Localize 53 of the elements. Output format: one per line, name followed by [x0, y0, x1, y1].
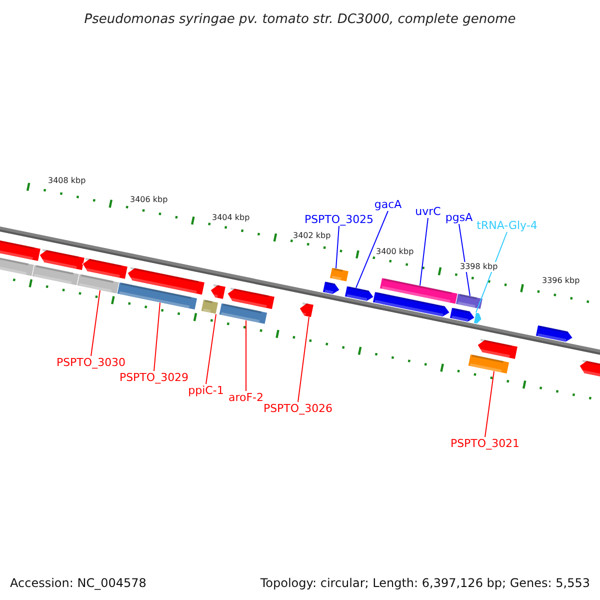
- leader-line: [336, 226, 340, 269]
- gene-feature-bar: [39, 249, 86, 271]
- gene-feature-bar: [218, 302, 268, 325]
- position-label: 3396 kbp: [542, 276, 580, 286]
- gene-feature-bar: [455, 293, 484, 310]
- leader-line: [484, 370, 494, 438]
- gene-label: PSPTO_3026: [263, 402, 333, 415]
- leader-line: [206, 314, 216, 384]
- gene-feature-bar: [473, 312, 482, 324]
- gene-feature-bar: [200, 298, 219, 315]
- gene-label: aroF-2: [228, 391, 264, 404]
- position-label: 3406 kbp: [130, 195, 168, 205]
- position-label: 3400 kbp: [376, 247, 414, 257]
- position-label: 3408 kbp: [48, 176, 86, 186]
- gene-feature-bar: [127, 267, 206, 296]
- gene-feature-bar: [344, 286, 374, 302]
- gene-feature-bar: [0, 239, 42, 262]
- gene-label: uvrC: [415, 205, 441, 218]
- gene-feature-bar: [477, 338, 518, 360]
- position-label: 3404 kbp: [212, 213, 250, 223]
- gene-feature-bar: [322, 281, 340, 295]
- gene-feature-bar: [372, 291, 450, 318]
- gene-feature-bar: [535, 324, 574, 342]
- leader-line: [298, 316, 310, 402]
- chart-title: Pseudomonas syringae pv. tomato str. DC3000, complete genome: [83, 11, 517, 29]
- leader-line: [476, 232, 508, 313]
- gene-feature-bar: [32, 264, 80, 286]
- gene-feature-bar: [0, 255, 35, 277]
- gene-label: PSPTO_3029: [119, 371, 189, 384]
- gene-feature-bar: [82, 258, 128, 280]
- gene-feature-bar: [329, 267, 350, 282]
- gene-feature-bar: [379, 277, 458, 304]
- position-label: 3398 kbp: [460, 262, 498, 272]
- gene-label: tRNA-Gly-4: [476, 219, 538, 232]
- gene-feature-bar: [76, 274, 120, 294]
- gene-label: gacA: [374, 198, 402, 211]
- leader-line: [458, 224, 470, 296]
- gene-label: PSPTO_3030: [56, 356, 126, 369]
- accession-text: Accession: NC_004578: [10, 575, 146, 592]
- leader-line: [90, 290, 100, 356]
- leader-line: [154, 302, 160, 372]
- gene-feature-bar: [210, 284, 226, 300]
- gene-label: PSPTO_3025: [304, 213, 374, 226]
- genome-info-text: Topology: circular; Length: 6,397,126 bp; Genes: 5,553: [260, 575, 590, 592]
- leader-line: [420, 218, 428, 286]
- gene-feature-bar: [299, 302, 314, 318]
- gene-label: pgsA: [445, 211, 473, 224]
- gene-feature-bar: [116, 282, 198, 310]
- gene-label: ppiC-1: [188, 384, 224, 397]
- gene-feature-bar: [449, 307, 476, 322]
- gene-label: PSPTO_3021: [450, 437, 520, 450]
- position-label: 3402 kbp: [293, 231, 331, 241]
- gene-feature-bar: [468, 354, 510, 374]
